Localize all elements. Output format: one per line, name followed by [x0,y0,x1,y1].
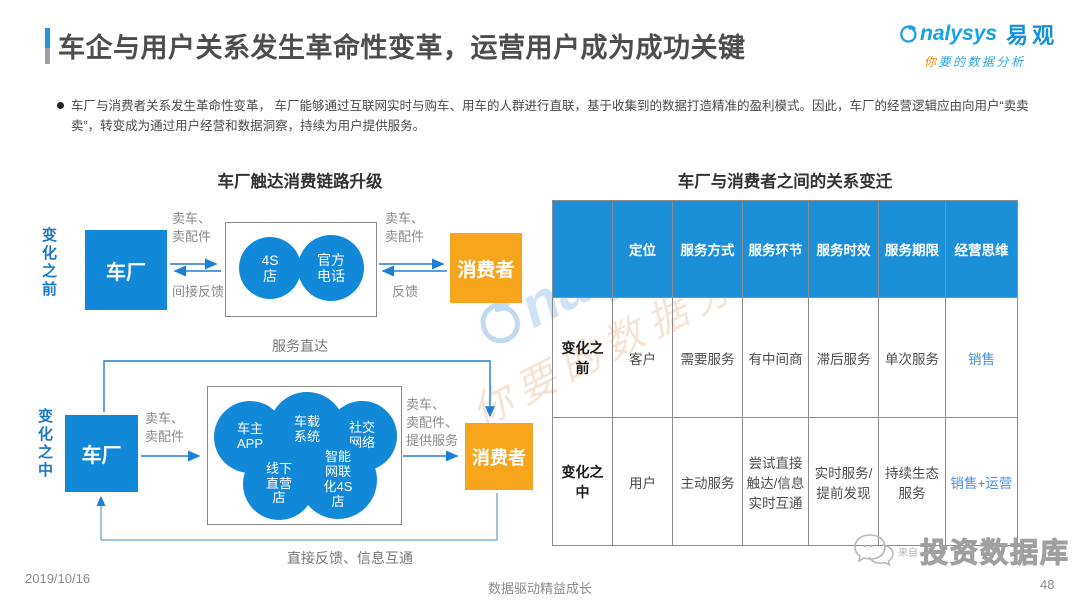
footer-date: 2019/10/16 [25,571,91,586]
stage-label-before: 变化之前 [40,227,57,299]
label-sell-before-left: 卖车、 卖配件 [172,211,212,245]
logo-tagline: 你要的数据分析 [924,53,1073,70]
title-accent-bar-blue [45,28,50,48]
table-row-during: 变化之中 用户 主动服务 尝试直接触达/信息实时互通 实时服务/提前发现 持续生… [552,417,1018,546]
header-cell-service-link: 服务环节 [742,200,809,298]
table-title: 车厂与消费者之间的关系变迁 [677,173,893,191]
cell-before-positioning: 客户 [612,297,673,418]
label-direct-feedback: 直接反馈、信息互通 [287,550,413,566]
label-feedback: 反馈 [392,284,419,299]
header-cell-mindset: 经营思维 [945,200,1018,298]
channel-official-phone: 官方电话 [298,235,364,301]
consumer-box-during: 消费者 [465,423,533,490]
footer-slogan: 数据驱动精益成长 [487,581,592,596]
cell-during-mindset: 销售+运营 [945,417,1018,546]
label-indirect-feedback: 间接反馈 [172,284,225,299]
header-cell-service-term: 服务期限 [878,200,946,298]
label-sell-during-left: 卖车、 卖配件 [145,411,185,445]
summary-text: 车厂与消费者关系发生革命性变革， 车厂能够通过互联网实时与购车、用车的人群进行直… [71,99,1029,133]
logo-tagline-rest: 要的数据分析 [938,55,1026,69]
cell-during-term: 持续生态服务 [878,417,946,546]
summary-bullet: 车厂与消费者关系发生革命性变革， 车厂能够通过互联网实时与购车、用车的人群进行直… [57,96,1057,136]
factory-box-during: 车厂 [65,415,138,492]
relation-table: 定位 服务方式 服务环节 服务时效 服务期限 经营思维 变化之前 客户 需要服务… [552,200,1018,546]
label-sell-before-right: 卖车、 卖配件 [385,211,425,245]
cell-during-service-link: 尝试直接触达/信息实时互通 [742,417,809,546]
corner-watermark-text: 投资数据库 [919,537,1071,569]
label-service-direct: 服务直达 [272,338,328,354]
logo-tagline-first: 你 [924,55,939,69]
factory-box-before: 车厂 [85,230,167,310]
cell-during-timeliness: 实时服务/提前发现 [808,417,879,546]
cell-before-timeliness: 滞后服务 [808,297,879,418]
chat-bubbles-icon [854,534,894,567]
cell-during-positioning: 用户 [612,417,673,546]
row-label-before: 变化之前 [552,297,613,418]
consumer-box-before: 消费者 [450,233,522,303]
title-accent-bar [45,28,50,64]
page-title: 车企与用户关系发生革命性变革，运营用户成为成功关键 [58,33,746,63]
header-cell-positioning: 定位 [612,200,673,298]
analysys-swirl-icon [900,24,917,43]
header-cell-service-timeliness: 服务时效 [808,200,879,298]
header-cell-blank [552,200,613,298]
analysys-logo: nalysys 易观 你要的数据分析 [898,18,1073,70]
cell-before-term: 单次服务 [878,297,946,418]
bullet-dot-icon [57,102,64,109]
row-label-during: 变化之中 [552,417,613,546]
channel-smart-4s-store: 智能网联化4S店 [299,441,377,519]
table-row-before: 变化之前 客户 需要服务 有中间商 滞后服务 单次服务 销售 [552,297,1018,418]
table-header-row: 定位 服务方式 服务环节 服务时效 服务期限 经营思维 [552,200,1018,298]
stage-label-during: 变化之中 [36,408,53,480]
corner-watermark-prefix: 来自 [898,547,918,559]
header-cell-service-mode: 服务方式 [672,200,743,298]
left-diagram-title: 车厂触达消费链路升级 [217,173,383,191]
logo-brand-en: nalysys [920,22,998,45]
title-accent-bar-gray [45,48,50,64]
logo-brand-cn: 易观 [1006,23,1059,48]
cell-before-mindset: 销售 [945,297,1018,418]
cell-before-service-link: 有中间商 [742,297,809,418]
label-sell-provide: 卖车、 卖配件、 提供服务 [406,397,459,449]
cell-before-service-mode: 需要服务 [672,297,743,418]
cell-during-service-mode: 主动服务 [672,417,743,546]
footer-page-number: 48 [1040,577,1055,592]
corner-watermark: 来自 投资数据库 [852,531,1070,571]
